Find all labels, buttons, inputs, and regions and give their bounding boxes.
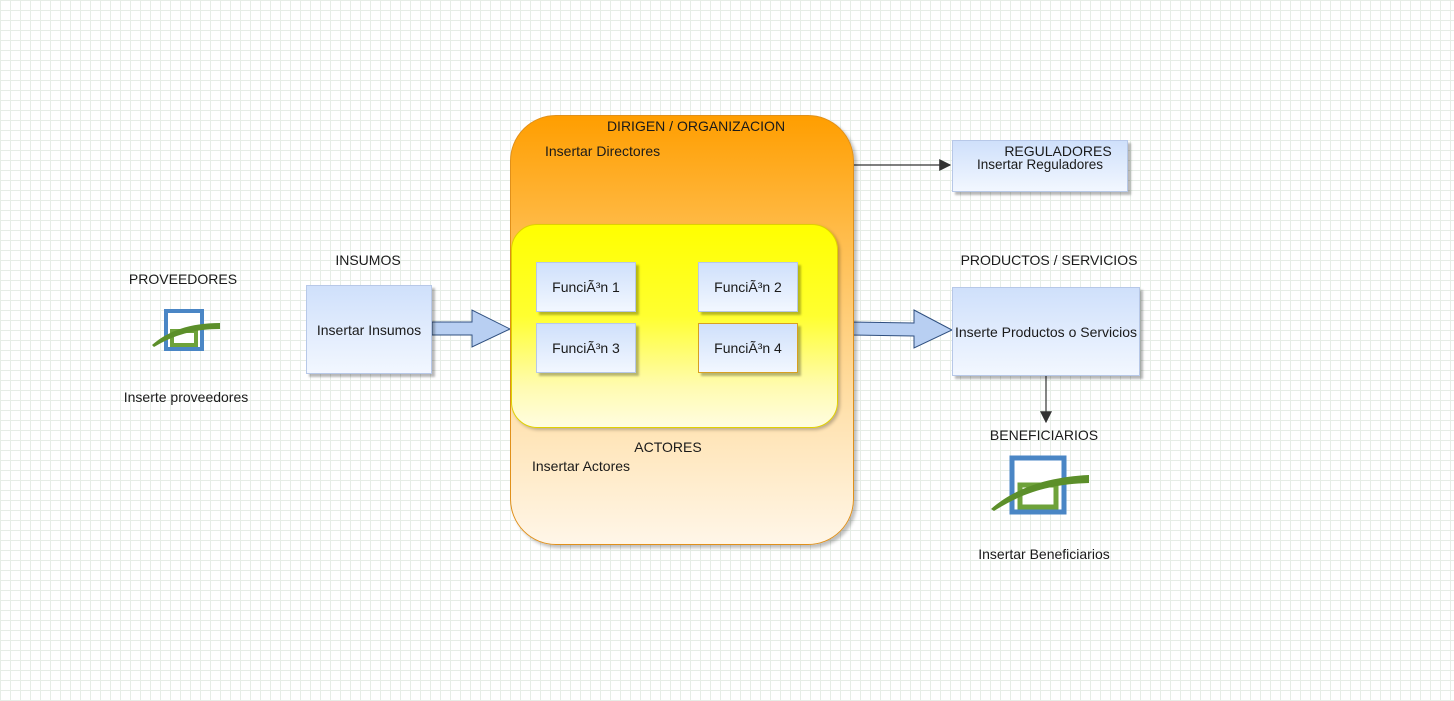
function-label: FunciÃ³n 2 <box>714 279 782 295</box>
regulators-box[interactable]: REGULADORES Insertar Reguladores <box>952 140 1128 192</box>
inputs-box-label: Insertar Insumos <box>316 321 422 338</box>
suppliers-text: Inserte proveedores <box>123 389 249 405</box>
beneficiaries-logo-icon <box>988 455 1094 517</box>
org-to-products-arrow <box>851 309 954 349</box>
products-title: PRODUCTOS / SERVICIOS <box>960 252 1138 268</box>
function-label: FunciÃ³n 1 <box>552 279 620 295</box>
inputs-box[interactable]: Insertar Insumos <box>306 285 432 374</box>
actors-title: ACTORES <box>634 439 702 455</box>
regulators-box-label: Insertar Reguladores <box>976 157 1104 172</box>
regulators-title: REGULADORES <box>1004 143 1112 159</box>
function-label: FunciÃ³n 4 <box>714 340 782 356</box>
products-box-label: Inserte Productos o Servicios <box>954 323 1138 340</box>
suppliers-title: PROVEEDORES <box>128 271 238 287</box>
directors-text: Insertar Directores <box>545 143 661 159</box>
suppliers-logo-icon <box>150 309 224 353</box>
beneficiaries-title: BENEFICIARIOS <box>989 427 1099 443</box>
function-box-3[interactable]: FunciÃ³n 3 <box>536 323 636 373</box>
function-box-4[interactable]: FunciÃ³n 4 <box>698 323 798 373</box>
function-label: FunciÃ³n 3 <box>552 340 620 356</box>
function-box-1[interactable]: FunciÃ³n 1 <box>536 262 636 312</box>
products-box[interactable]: Inserte Productos o Servicios <box>952 287 1140 376</box>
function-box-2[interactable]: FunciÃ³n 2 <box>698 262 798 312</box>
actors-text: Insertar Actores <box>532 458 631 474</box>
organization-title: DIRIGEN / ORGANIZACION <box>606 118 786 134</box>
inputs-to-org-arrow <box>431 309 512 348</box>
beneficiaries-text: Insertar Beneficiarios <box>978 546 1110 562</box>
inputs-title: INSUMOS <box>335 252 401 268</box>
